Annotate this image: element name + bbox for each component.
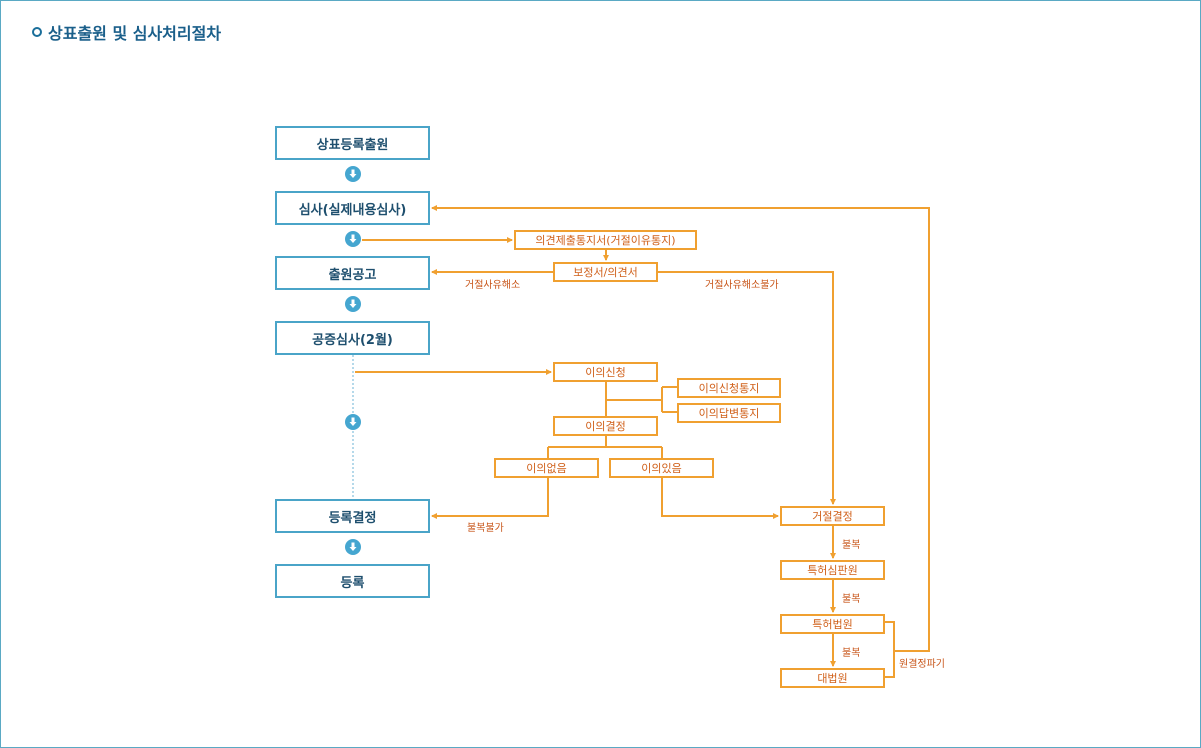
box-supreme-court: 대법원 <box>780 668 885 688</box>
label-remand: 원결정파기 <box>899 659 945 670</box>
page-heading: 상표출원 및 심사처리절차 <box>32 20 221 44</box>
box-trial-board: 특허심판원 <box>780 560 885 580</box>
box-patent-court: 특허법원 <box>780 614 885 634</box>
line-decision-split <box>547 435 663 458</box>
arrow-no-opposition-to-decision <box>431 477 549 519</box>
box-opposition-notice: 이의신청통지 <box>677 378 781 398</box>
step-registration-decision: 등록결정 <box>275 499 430 533</box>
box-no-opposition: 이의없음 <box>494 458 599 478</box>
step-application: 상표등록출원 <box>275 126 430 160</box>
down-arrow-icon <box>345 166 361 182</box>
down-arrow-icon <box>345 231 361 247</box>
label-appeal-not-allowed: 불복불가 <box>467 523 504 534</box>
label-reason-unresolved: 거절사유해소불가 <box>705 280 779 291</box>
down-arrow-icon <box>345 414 361 430</box>
step-registration: 등록 <box>275 564 430 598</box>
down-arrow-icon <box>345 539 361 555</box>
arrow-amendment-to-rejection <box>658 271 836 505</box>
box-amendment: 보정서/의견서 <box>553 262 658 282</box>
box-opposition-reply: 이의답변통지 <box>677 403 781 423</box>
label-reason-resolved: 거절사유해소 <box>465 280 521 291</box>
down-arrow-icon <box>345 296 361 312</box>
arrow-has-opposition-to-rejection <box>661 477 779 519</box>
label-appeal: 불복 <box>842 540 861 551</box>
label-appeal: 불복 <box>842 648 861 659</box>
step-examination: 심사(실제내용심사) <box>275 191 430 225</box>
box-has-opposition: 이의있음 <box>609 458 714 478</box>
box-opposition: 이의신청 <box>553 362 658 382</box>
circle-bullet-icon <box>32 27 42 37</box>
line-opposition-notices <box>606 386 677 413</box>
box-opposition-decision: 이의결정 <box>553 416 658 436</box>
step-publication: 출원공고 <box>275 256 430 290</box>
page-title: 상표출원 및 심사처리절차 <box>48 24 222 43</box>
step-public-review: 공증심사(2월) <box>275 321 430 355</box>
box-rejection: 거절결정 <box>780 506 885 526</box>
label-appeal: 불복 <box>842 594 861 605</box>
arrow-remand-to-exam <box>432 208 930 678</box>
box-opinion-notice: 의견제출통지서(거절이유통지) <box>514 230 697 250</box>
